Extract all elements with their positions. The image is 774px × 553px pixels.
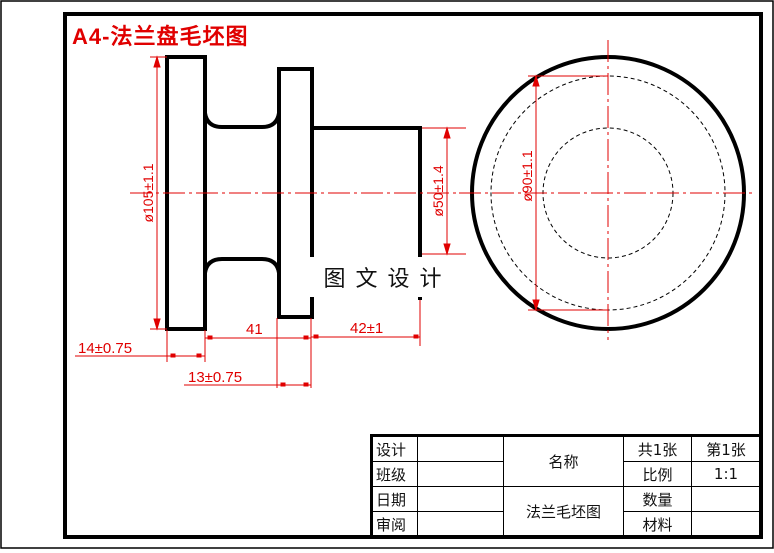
- dim-flange2-width: [184, 382, 311, 387]
- quantity-label: 数量: [623, 486, 692, 512]
- label-review: 审阅: [371, 511, 418, 538]
- dim-shaft-diameter: [422, 126, 466, 256]
- front-view: [459, 40, 754, 340]
- sheet-number: 第1张: [691, 435, 762, 462]
- label-date: 日期: [371, 486, 418, 512]
- dim-front-diameter: [528, 74, 608, 312]
- value-design: [417, 435, 504, 462]
- scale-value: 1:1: [691, 461, 762, 487]
- watermark: 图文设计: [310, 257, 465, 297]
- scale-label: 比例: [623, 461, 692, 487]
- dim-flange1-width-label: 14±0.75: [78, 340, 132, 357]
- dim-shaft-diameter-label: ø50±1.4: [430, 165, 446, 216]
- neck-bottom-edge: [203, 257, 281, 274]
- value-date: [417, 486, 504, 512]
- shaft-top-edge: [312, 126, 422, 257]
- value-review: [417, 511, 504, 538]
- title-block: 设计 名称 共1张 第1张 班级 比例 1:1 日期 法兰毛坯图 数量 审阅 材…: [370, 434, 763, 539]
- dim-flange-diameter: [150, 55, 167, 331]
- neck-top-edge: [203, 112, 281, 129]
- part-name: 法兰毛坯图: [503, 486, 624, 538]
- dim-neck-length-label: 41: [246, 321, 263, 338]
- dim-shaft-length-label: 42±1: [350, 320, 383, 337]
- value-class: [417, 461, 504, 487]
- dim-flange2-width-label: 13±0.75: [188, 369, 242, 386]
- label-design: 设计: [371, 435, 418, 462]
- dim-front-diameter-label: ø90±1.1: [519, 150, 535, 201]
- material-label: 材料: [623, 511, 692, 538]
- label-class: 班级: [371, 461, 418, 487]
- dim-flange1-width: [75, 353, 205, 358]
- dim-horizontal-extensions: [166, 300, 421, 388]
- total-sheets: 共1张: [623, 435, 692, 462]
- dim-flange-diameter-label: ø105±1.1: [140, 163, 156, 222]
- drawing-title: A4-法兰盘毛坯图: [72, 24, 249, 49]
- quantity-value: [691, 486, 762, 512]
- material-value: [691, 511, 762, 538]
- dim-shaft-length: [311, 334, 420, 339]
- dim-neck-length: [205, 335, 311, 340]
- name-label: 名称: [503, 435, 624, 487]
